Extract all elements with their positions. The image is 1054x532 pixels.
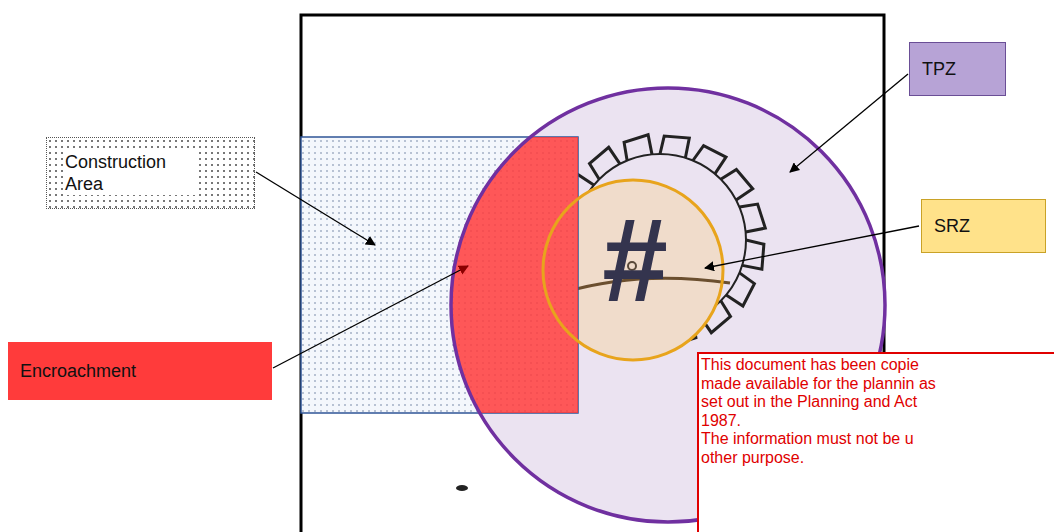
tree-number: # [570, 195, 700, 325]
leader-line [256, 172, 375, 245]
callout-text: SRZ [934, 215, 970, 237]
canopy-lobe [740, 204, 766, 232]
srz-callout: SRZ [921, 199, 1046, 253]
watermark-box: This document has been copie made availa… [697, 352, 1054, 532]
callout-text: Construction Area [65, 151, 195, 195]
canopy-lobe [693, 146, 726, 174]
site-mark [456, 485, 468, 491]
watermark-text: This document has been copie made availa… [701, 356, 941, 430]
canopy-lobe [721, 170, 753, 200]
leader-line [273, 266, 468, 368]
leader-line [790, 74, 908, 172]
srz-outline [543, 180, 723, 360]
leader-line [705, 226, 919, 268]
callout-text: Encroachment [20, 360, 136, 382]
callout-text: TPZ [922, 58, 956, 80]
construction-callout: Construction Area [46, 137, 255, 209]
canopy-lobe [742, 240, 764, 269]
canopy-lobe [590, 147, 620, 179]
canopy-lobe [726, 273, 754, 306]
tpz-callout: TPZ [909, 42, 1006, 96]
canopy-lobe [660, 136, 689, 158]
watermark-text: The information must not be u other purp… [701, 430, 941, 467]
encroachment-callout: Encroachment [8, 342, 272, 400]
canopy-lobe [624, 135, 652, 161]
construction-area-shape [301, 137, 578, 413]
